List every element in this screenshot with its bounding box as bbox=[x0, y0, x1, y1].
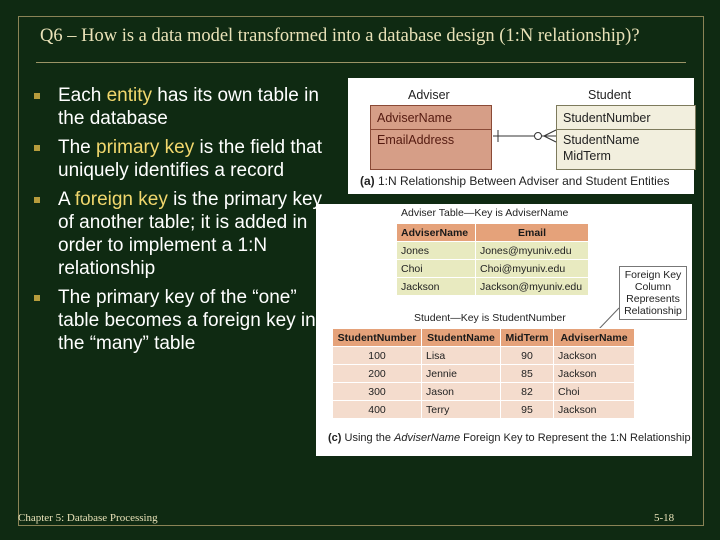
title-divider bbox=[36, 62, 686, 63]
tables-figure: Adviser Table—Key is AdviserName Adviser… bbox=[316, 204, 692, 456]
term-highlight: entity bbox=[106, 85, 153, 106]
bullet-square-icon bbox=[34, 93, 40, 99]
bullet-item: The primary key of the “one” table becom… bbox=[30, 286, 330, 355]
bullet-square-icon bbox=[34, 295, 40, 301]
column-header: Email bbox=[475, 223, 589, 242]
student-entity-box: StudentNumber StudentName MidTerm bbox=[556, 105, 696, 170]
adviser-entity-box: AdviserName EmailAddress bbox=[370, 105, 492, 170]
adviser-table: AdviserName Email Jones Jones@myuniv.edu… bbox=[396, 223, 589, 296]
student-entity-label: Student bbox=[588, 88, 632, 102]
slide-title: Q6 – How is a data model transformed int… bbox=[40, 26, 640, 46]
bullet-list: Each entity has its own table in the dat… bbox=[30, 84, 330, 361]
table-row: 200 Jennie 85 Jackson bbox=[332, 364, 635, 383]
table-row: Jones Jones@myuniv.edu bbox=[396, 241, 589, 260]
column-header: StudentNumber bbox=[332, 328, 422, 347]
figure-c-caption: (c) Using the AdviserName Foreign Key to… bbox=[328, 432, 691, 444]
bullet-item: Each entity has its own table in the dat… bbox=[30, 84, 330, 130]
bullet-item: The primary key is the field that unique… bbox=[30, 136, 330, 182]
bullet-item: A foreign key is the primary key of anot… bbox=[30, 188, 330, 280]
key-divider bbox=[371, 129, 491, 130]
column-header: MidTerm bbox=[500, 328, 554, 347]
column-header: StudentName bbox=[421, 328, 501, 347]
table-row: 100 Lisa 90 Jackson bbox=[332, 346, 635, 365]
table-row: Choi Choi@myuniv.edu bbox=[396, 259, 589, 278]
student-attr: MidTerm bbox=[563, 149, 611, 163]
adviser-table-caption: Adviser Table—Key is AdviserName bbox=[401, 207, 569, 219]
adviser-entity-label: Adviser bbox=[408, 88, 450, 102]
term-highlight: primary key bbox=[96, 137, 195, 158]
column-header: AdviserName bbox=[553, 328, 635, 347]
student-attr: StudentNumber bbox=[563, 111, 651, 125]
figure-a-caption: (a) 1:N Relationship Between Adviser and… bbox=[360, 174, 670, 188]
bullet-square-icon bbox=[34, 145, 40, 151]
slide-frame bbox=[18, 16, 704, 526]
er-diagram-figure: Adviser Student AdviserName EmailAddress… bbox=[348, 78, 696, 194]
bullet-square-icon bbox=[34, 197, 40, 203]
table-row: Jackson Jackson@myuniv.edu bbox=[396, 277, 589, 296]
relationship-line bbox=[493, 129, 557, 143]
key-divider bbox=[557, 129, 695, 130]
student-table: StudentNumber StudentName MidTerm Advise… bbox=[332, 328, 635, 419]
adviser-attr: AdviserName bbox=[377, 111, 453, 125]
foreign-key-callout: Foreign Key Column Represents Relationsh… bbox=[619, 266, 687, 320]
term-highlight: foreign key bbox=[74, 189, 168, 210]
table-row: 400 Terry 95 Jackson bbox=[332, 400, 635, 419]
table-row: 300 Jason 82 Choi bbox=[332, 382, 635, 401]
footer-chapter: Chapter 5: Database Processing bbox=[18, 512, 158, 524]
student-table-caption: Student—Key is StudentNumber bbox=[414, 312, 566, 324]
column-header: AdviserName bbox=[396, 223, 476, 242]
student-attr: StudentName bbox=[563, 133, 640, 147]
adviser-attr: EmailAddress bbox=[377, 133, 455, 147]
footer-page-number: 5-18 bbox=[654, 512, 675, 524]
